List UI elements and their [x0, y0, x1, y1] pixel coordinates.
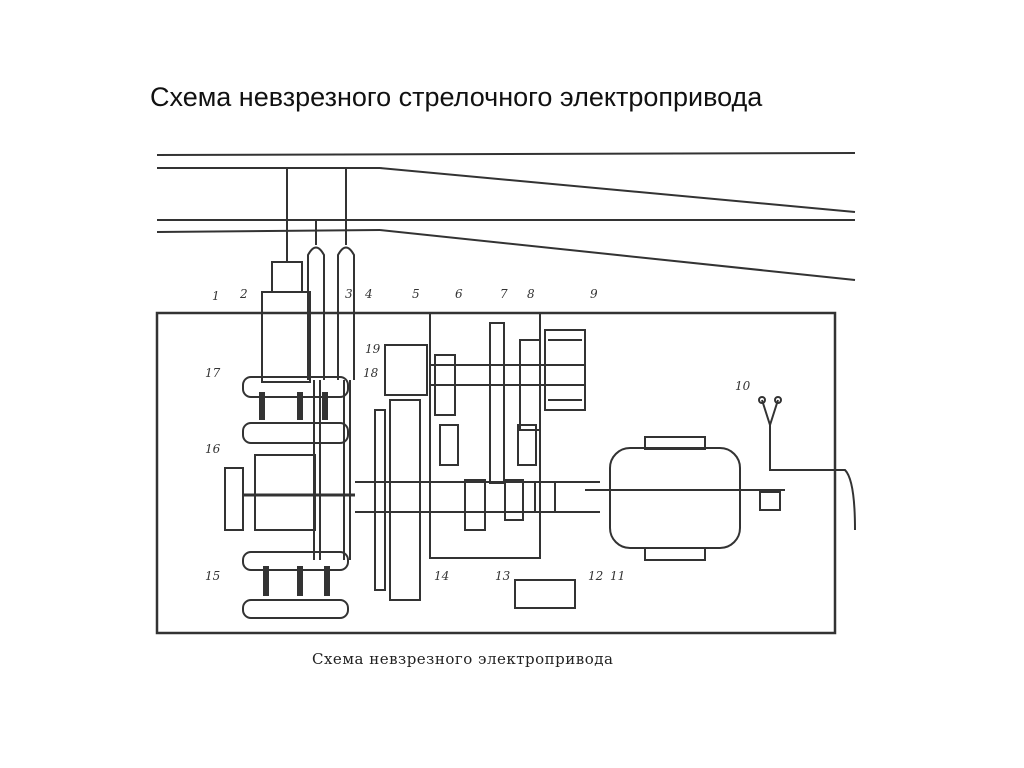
part-label: 3: [345, 287, 353, 301]
friction-clutch: [384, 344, 428, 396]
part-label: 1: [212, 289, 220, 303]
motor: [609, 447, 741, 549]
part-label: 4: [364, 287, 373, 301]
part-labels: 1 2 3 4 5 6 7 8 9 10 11 12 13 14 15 16 1…: [205, 287, 751, 583]
gearbox: [429, 312, 541, 559]
part-label: 17: [205, 366, 221, 380]
part-label: 18: [363, 366, 379, 380]
slide-title: Схема невзрезного стрелочного электропри…: [150, 82, 763, 112]
part-label: 19: [365, 342, 381, 356]
part-label: 8: [527, 287, 535, 301]
switch-rods: [261, 168, 355, 560]
part-label: 11: [610, 569, 625, 583]
resistor: [514, 579, 576, 609]
coupling: [534, 481, 556, 513]
part-label: 5: [412, 287, 420, 301]
part-label: 15: [205, 569, 220, 583]
part-label: 10: [735, 379, 751, 393]
contact-block-top: [242, 376, 349, 444]
part-label: 7: [500, 287, 508, 301]
cam-block: [254, 454, 316, 531]
part-label: 12: [588, 569, 603, 583]
part-label: 2: [239, 287, 248, 301]
rail-lines: [156, 152, 856, 281]
part-label: 14: [434, 569, 449, 583]
pulley: [544, 329, 586, 411]
part-label: 16: [205, 442, 221, 456]
part-label: 13: [495, 569, 511, 583]
drive-housing: [155, 311, 837, 635]
part-label: 6: [455, 287, 463, 301]
part-label: 9: [590, 287, 598, 301]
diagram-caption: Схема невзрезного электропривода: [312, 650, 614, 668]
contact-block-bottom: [242, 551, 349, 619]
